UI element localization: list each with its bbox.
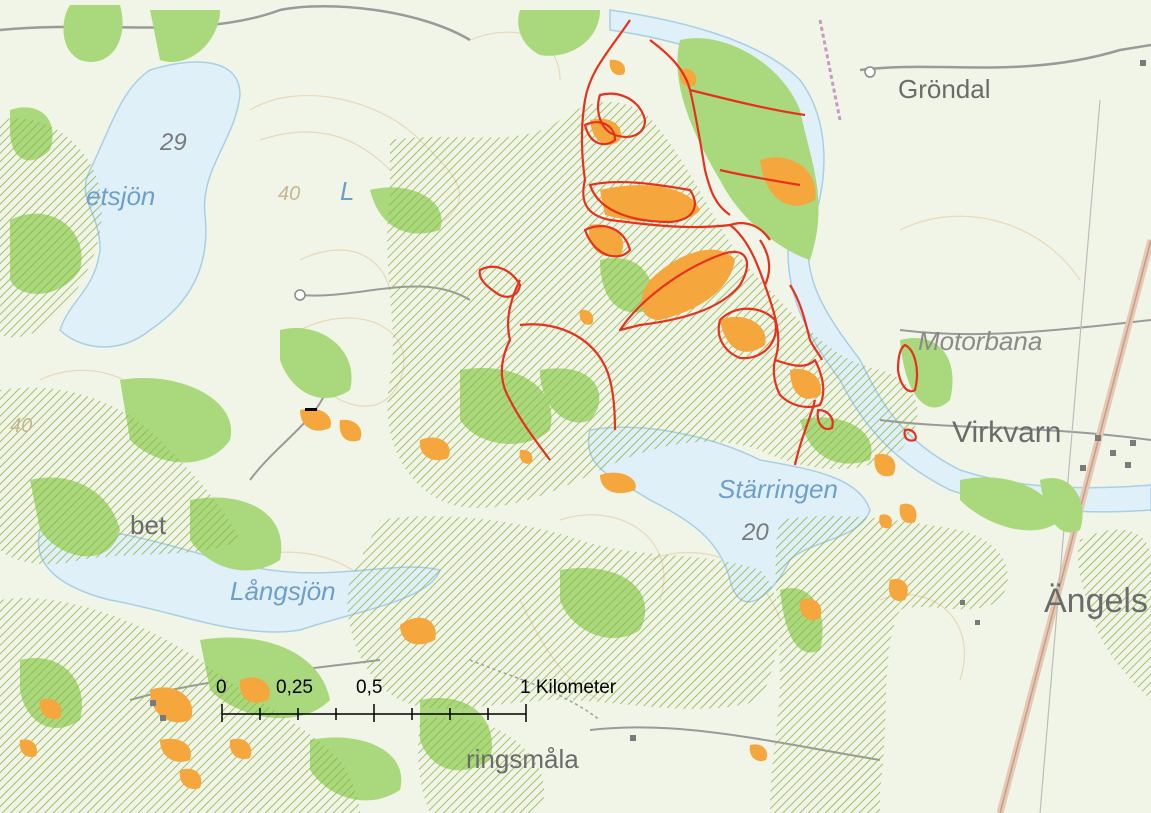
- lake-name-label-starringen: Stärringen: [718, 474, 838, 504]
- place-label-bet: bet: [130, 510, 167, 540]
- place-label-motorbana: Motorbana: [918, 326, 1042, 356]
- place-label-angels: Ängels: [1044, 582, 1148, 620]
- scale-label-1-kilometer: 1 Kilometer: [520, 677, 617, 698]
- scale-label-0-25: 0,25: [276, 677, 313, 698]
- place-label-ringsmala: ringsmåla: [466, 744, 579, 774]
- contour-label-40-west: 40: [10, 415, 32, 437]
- hatched-areas: [0, 101, 1151, 813]
- settlement-marks: [150, 60, 1146, 741]
- red-boundaries: [478, 19, 919, 466]
- scale-label-0: 0: [216, 677, 227, 698]
- orange-patches: [19, 59, 917, 790]
- lake-depth-label-20: 20: [741, 519, 769, 546]
- lake-name-label-partial: L: [340, 176, 354, 206]
- scale-label-0-5: 0,5: [356, 677, 382, 698]
- place-label-grondal: Gröndal: [898, 74, 991, 104]
- place-label-virkvarn: Virkvarn: [952, 416, 1061, 449]
- scale-bar: 0 0,25 0,5 1 Kilometer: [216, 677, 617, 722]
- lake-name-label-langsjon: Långsjön: [230, 576, 336, 606]
- contour-label-40-north: 40: [278, 183, 300, 205]
- lake-name-label-etsjon: etsjön: [86, 181, 155, 211]
- lake-depth-label-29: 29: [159, 129, 187, 156]
